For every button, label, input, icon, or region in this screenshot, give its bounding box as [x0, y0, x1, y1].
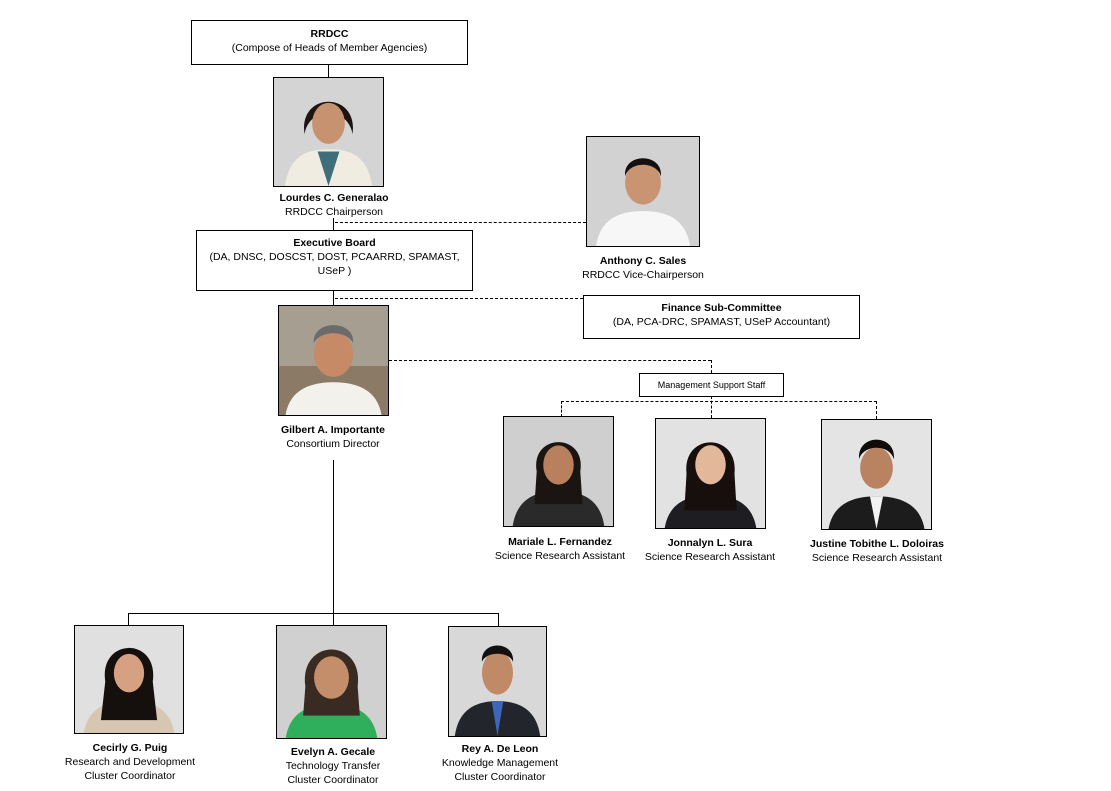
- coordinator-photo-1: [74, 625, 184, 734]
- connector-staff-bar: [561, 401, 877, 402]
- connector-vice-chair: [335, 222, 586, 223]
- coordinator-role-1: Technology Transfer: [285, 760, 381, 772]
- connector-staff-1: [561, 401, 562, 417]
- vice-chair-role: RRDCC Vice-Chairperson: [582, 269, 704, 281]
- staff-role: Science Research Assistant: [644, 551, 776, 563]
- director-name: Gilbert A. Importante: [280, 424, 386, 436]
- connector-coordinator-3: [498, 613, 499, 626]
- coordinator-photo-2: [276, 625, 387, 739]
- coordinator-photo-3: [448, 626, 547, 737]
- executive-board-box: Executive Board (DA, DNSC, DOSCST, DOST,…: [196, 230, 473, 291]
- connector-board-to-director: [333, 290, 334, 306]
- rrdcc-subtitle: (Compose of Heads of Member Agencies): [231, 42, 428, 54]
- staff-role: Science Research Assistant: [494, 550, 626, 562]
- connector-top-to-chair: [328, 64, 329, 78]
- director-photo: [278, 305, 389, 416]
- executive-board-members-2: USeP ): [317, 265, 352, 277]
- coordinator-caption-1: Cecirly G. Puig Research and Development…: [40, 741, 220, 783]
- chairperson-photo: [273, 77, 384, 187]
- chairperson-name: Lourdes C. Generalao: [279, 192, 389, 204]
- connector-staff-drop: [711, 360, 712, 373]
- coordinator-role-2: Cluster Coordinator: [84, 770, 176, 782]
- connector-chair-to-board: [333, 218, 334, 231]
- finance-box: Finance Sub-Committee (DA, PCA-DRC, SPAM…: [583, 295, 860, 339]
- chairperson-caption: Lourdes C. Generalao RRDCC Chairperson: [249, 191, 419, 219]
- coordinator-role-2: Cluster Coordinator: [454, 771, 546, 783]
- director-caption: Gilbert A. Importante Consortium Directo…: [248, 423, 418, 451]
- staff-caption-2: Jonnalyn L. Sura Science Research Assist…: [620, 536, 800, 564]
- coordinator-name: Evelyn A. Gecale: [290, 746, 376, 758]
- coordinator-caption-3: Rey A. De Leon Knowledge Management Clus…: [410, 742, 590, 784]
- management-staff-label: Management Support Staff: [657, 380, 766, 390]
- connector-finance: [335, 298, 583, 299]
- coordinator-role-1: Research and Development: [64, 756, 196, 768]
- staff-caption-1: Mariale L. Fernandez Science Research As…: [470, 535, 650, 563]
- chairperson-role: RRDCC Chairperson: [284, 206, 384, 218]
- staff-name: Mariale L. Fernandez: [508, 536, 612, 548]
- connector-staff-3: [876, 401, 877, 419]
- staff-caption-3: Justine Tobithe L. Doloiras Science Rese…: [782, 537, 972, 565]
- staff-name: Jonnalyn L. Sura: [667, 537, 753, 549]
- connector-director-to-staff: [389, 360, 711, 361]
- finance-title: Finance Sub-Committee: [661, 302, 782, 314]
- rrdcc-title: RRDCC: [310, 28, 349, 40]
- staff-photo-2: [655, 418, 766, 529]
- connector-director-to-coordinators: [333, 460, 334, 626]
- connector-coordinators-bar: [128, 613, 499, 614]
- coordinator-name: Cecirly G. Puig: [92, 742, 168, 754]
- finance-members: (DA, PCA-DRC, SPAMAST, USeP Accountant): [612, 316, 831, 328]
- staff-role: Science Research Assistant: [811, 552, 943, 564]
- executive-board-members-1: (DA, DNSC, DOSCST, DOST, PCAARRD, SPAMAS…: [209, 251, 460, 263]
- connector-coordinator-1: [128, 613, 129, 626]
- coordinator-role-2: Cluster Coordinator: [287, 774, 379, 786]
- vice-chair-name: Anthony C. Sales: [599, 255, 687, 267]
- executive-board-title: Executive Board: [293, 237, 376, 249]
- management-staff-box: Management Support Staff: [639, 373, 784, 397]
- connector-staff-down: [711, 396, 712, 418]
- staff-photo-1: [503, 416, 614, 527]
- coordinator-role-1: Knowledge Management: [441, 757, 559, 769]
- staff-name: Justine Tobithe L. Doloiras: [810, 538, 944, 550]
- rrdcc-box: RRDCC (Compose of Heads of Member Agenci…: [191, 20, 468, 65]
- vice-chair-caption: Anthony C. Sales RRDCC Vice-Chairperson: [558, 254, 728, 282]
- vice-chair-photo: [586, 136, 700, 247]
- coordinator-name: Rey A. De Leon: [461, 743, 539, 755]
- staff-photo-3: [821, 419, 932, 530]
- director-role: Consortium Director: [286, 438, 380, 450]
- coordinator-caption-2: Evelyn A. Gecale Technology Transfer Clu…: [243, 745, 423, 787]
